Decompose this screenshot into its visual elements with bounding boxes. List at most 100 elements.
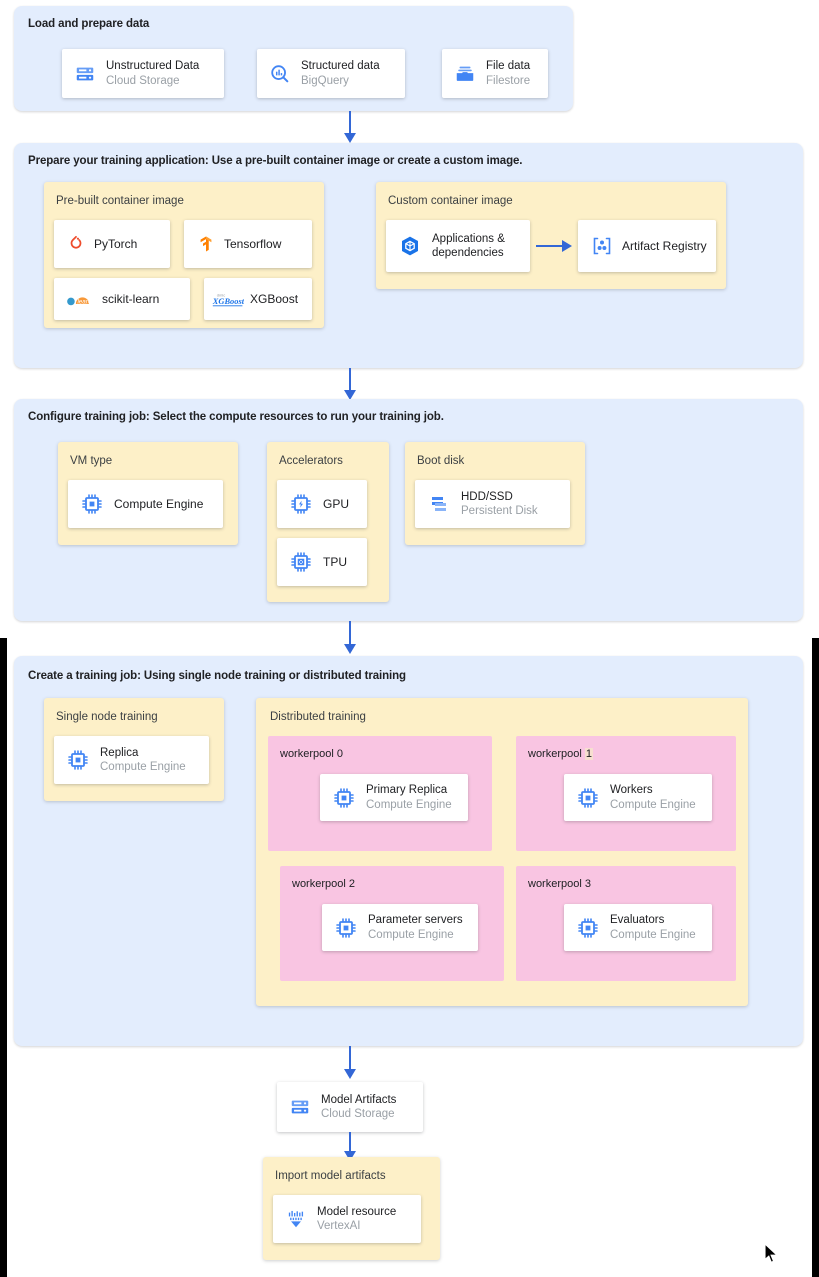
card-label: GPU (323, 497, 350, 511)
arrow-shaft (349, 368, 351, 392)
pool-workerpool-1: workerpool 1 (516, 736, 736, 851)
stage-title: Load and prepare data (28, 18, 150, 30)
xgboost-icon: dmlc XGBoost (212, 290, 244, 308)
group-title: Import model artifacts (275, 1170, 386, 1182)
card-subtitle: VertexAI (317, 1220, 361, 1232)
mouse-cursor (764, 1243, 779, 1264)
card-tpu[interactable]: TPU (277, 538, 367, 586)
arrow-shaft (349, 1046, 351, 1071)
viewport-edge-right (812, 638, 819, 1277)
pytorch-icon (66, 234, 86, 254)
pool-title: workerpool 3 (528, 878, 591, 890)
cloud-storage-icon (289, 1096, 311, 1118)
gpu-icon (289, 492, 313, 516)
persistent-disk-icon (427, 492, 451, 516)
card-subtitle: Compute Engine (100, 761, 186, 773)
card-subtitle: Persistent Disk (461, 505, 538, 517)
card-hdd-ssd[interactable]: HDD/SSD Persistent Disk (415, 480, 570, 528)
arrow-head (562, 240, 572, 252)
card-parameter-servers[interactable]: Parameter servers Compute Engine (322, 904, 488, 961)
card-model-artifacts[interactable]: Model Artifacts Cloud Storage (277, 1082, 423, 1132)
card-label: TPU (323, 555, 347, 569)
card-evaluators[interactable]: Evaluators Compute Engine (564, 904, 722, 961)
group-boot-disk: Boot disk HDD/SSD Persistent Disk (405, 442, 585, 545)
card-pytorch[interactable]: PyTorch (54, 220, 170, 268)
connector-artifacts-to-import (343, 1132, 357, 1161)
pool-workerpool-0: workerpool 0 Prim (268, 736, 492, 851)
card-gpu[interactable]: GPU (277, 480, 367, 528)
vertex-ai-icon (285, 1208, 307, 1230)
stage-create-training-job: Create a training job: Using single node… (14, 656, 803, 1046)
arrow-head (344, 390, 356, 400)
card-subtitle: Compute Engine (366, 798, 452, 811)
cpu-icon (66, 748, 90, 772)
card-primary-replica[interactable]: Primary Replica Compute Engine (320, 774, 478, 831)
card-file-data[interactable]: File data Filestore (442, 49, 548, 98)
card-subtitle: Compute Engine (610, 928, 696, 941)
stage-configure-training-job: Configure training job: Select the compu… (14, 399, 803, 621)
card-label: Artifact Registry (622, 239, 707, 253)
stage-title: Prepare your training application: Use a… (28, 155, 523, 167)
scikit-learn-icon: learn (66, 290, 94, 308)
arrow-head (344, 1151, 356, 1161)
container-icon (398, 234, 422, 258)
pool-title-text: workerpool (528, 748, 582, 760)
filestore-icon (454, 63, 476, 85)
svg-text:XGBoost: XGBoost (212, 297, 244, 306)
card-title: Evaluators (610, 914, 665, 927)
connector-applications-to-artifact-registry (536, 240, 572, 252)
pool-workerpool-2: workerpool 2 Para (280, 866, 504, 981)
stage-title: Configure training job: Select the compu… (28, 411, 444, 423)
tpu-icon (289, 550, 313, 574)
card-subtitle: Compute Engine (610, 798, 696, 811)
group-accelerators: Accelerators GPU (267, 442, 389, 602)
pool-title-text: workerpool 2 (292, 878, 355, 890)
card-title: Structured data (301, 60, 380, 73)
group-custom-container-image: Custom container image Applications & de… (376, 182, 726, 289)
card-title: HDD/SSD (461, 490, 513, 503)
card-xgboost[interactable]: dmlc XGBoost XGBoost (204, 278, 312, 320)
group-title: Distributed training (270, 711, 366, 723)
connector-load-to-prepare (343, 111, 357, 143)
cpu-icon (334, 916, 358, 940)
card-replica[interactable]: Replica Compute Engine (54, 736, 209, 784)
stage-prepare-training-application: Prepare your training application: Use a… (14, 143, 803, 368)
card-title: Replica (100, 746, 139, 759)
card-subtitle: Cloud Storage (321, 1108, 395, 1120)
group-single-node-training: Single node training Replica Compute Eng… (44, 698, 224, 801)
card-workers[interactable]: Workers Compute Engine (564, 774, 722, 831)
group-distributed-training: Distributed training workerpool 0 (256, 698, 748, 1006)
arrow-shaft (349, 111, 351, 135)
card-label: scikit-learn (102, 292, 160, 306)
svg-text:dmlc: dmlc (217, 293, 225, 298)
card-model-resource[interactable]: Model resource VertexAI (273, 1195, 421, 1243)
connector-prepare-to-configure (343, 368, 357, 400)
card-title: Workers (610, 784, 653, 797)
group-title: Boot disk (417, 455, 465, 467)
card-label: Applications & dependencies (432, 232, 505, 259)
card-label: Compute Engine (114, 497, 204, 511)
card-title: Model resource (317, 1205, 397, 1218)
card-subtitle: Cloud Storage (106, 74, 180, 87)
group-import-model-artifacts: Import model artifacts (263, 1157, 440, 1260)
arrow-shaft (349, 1132, 351, 1153)
card-applications-and-dependencies[interactable]: Applications & dependencies (386, 220, 530, 272)
cpu-icon (332, 786, 356, 810)
arrow-head (344, 644, 356, 654)
stage-load-and-prepare-data: Load and prepare data Unstructured Data … (14, 6, 573, 111)
card-artifact-registry[interactable]: Artifact Registry (578, 220, 716, 272)
cpu-icon (576, 916, 600, 940)
card-title: Model Artifacts (321, 1093, 397, 1106)
connector-create-to-artifacts (343, 1046, 357, 1079)
card-scikit-learn[interactable]: learn scikit-learn (54, 278, 190, 320)
stage-title: Create a training job: Using single node… (28, 670, 406, 682)
card-tensorflow[interactable]: Tensorflow (184, 220, 312, 268)
arrow-shaft (349, 621, 351, 646)
arrow-head (344, 1069, 356, 1079)
card-label: XGBoost (250, 292, 299, 306)
card-compute-engine[interactable]: Compute Engine (68, 480, 223, 528)
card-structured-data[interactable]: Structured data BigQuery (257, 49, 405, 98)
group-vm-type: VM type Compute Engine (58, 442, 238, 545)
card-unstructured-data[interactable]: Unstructured Data Cloud Storage (62, 49, 224, 98)
